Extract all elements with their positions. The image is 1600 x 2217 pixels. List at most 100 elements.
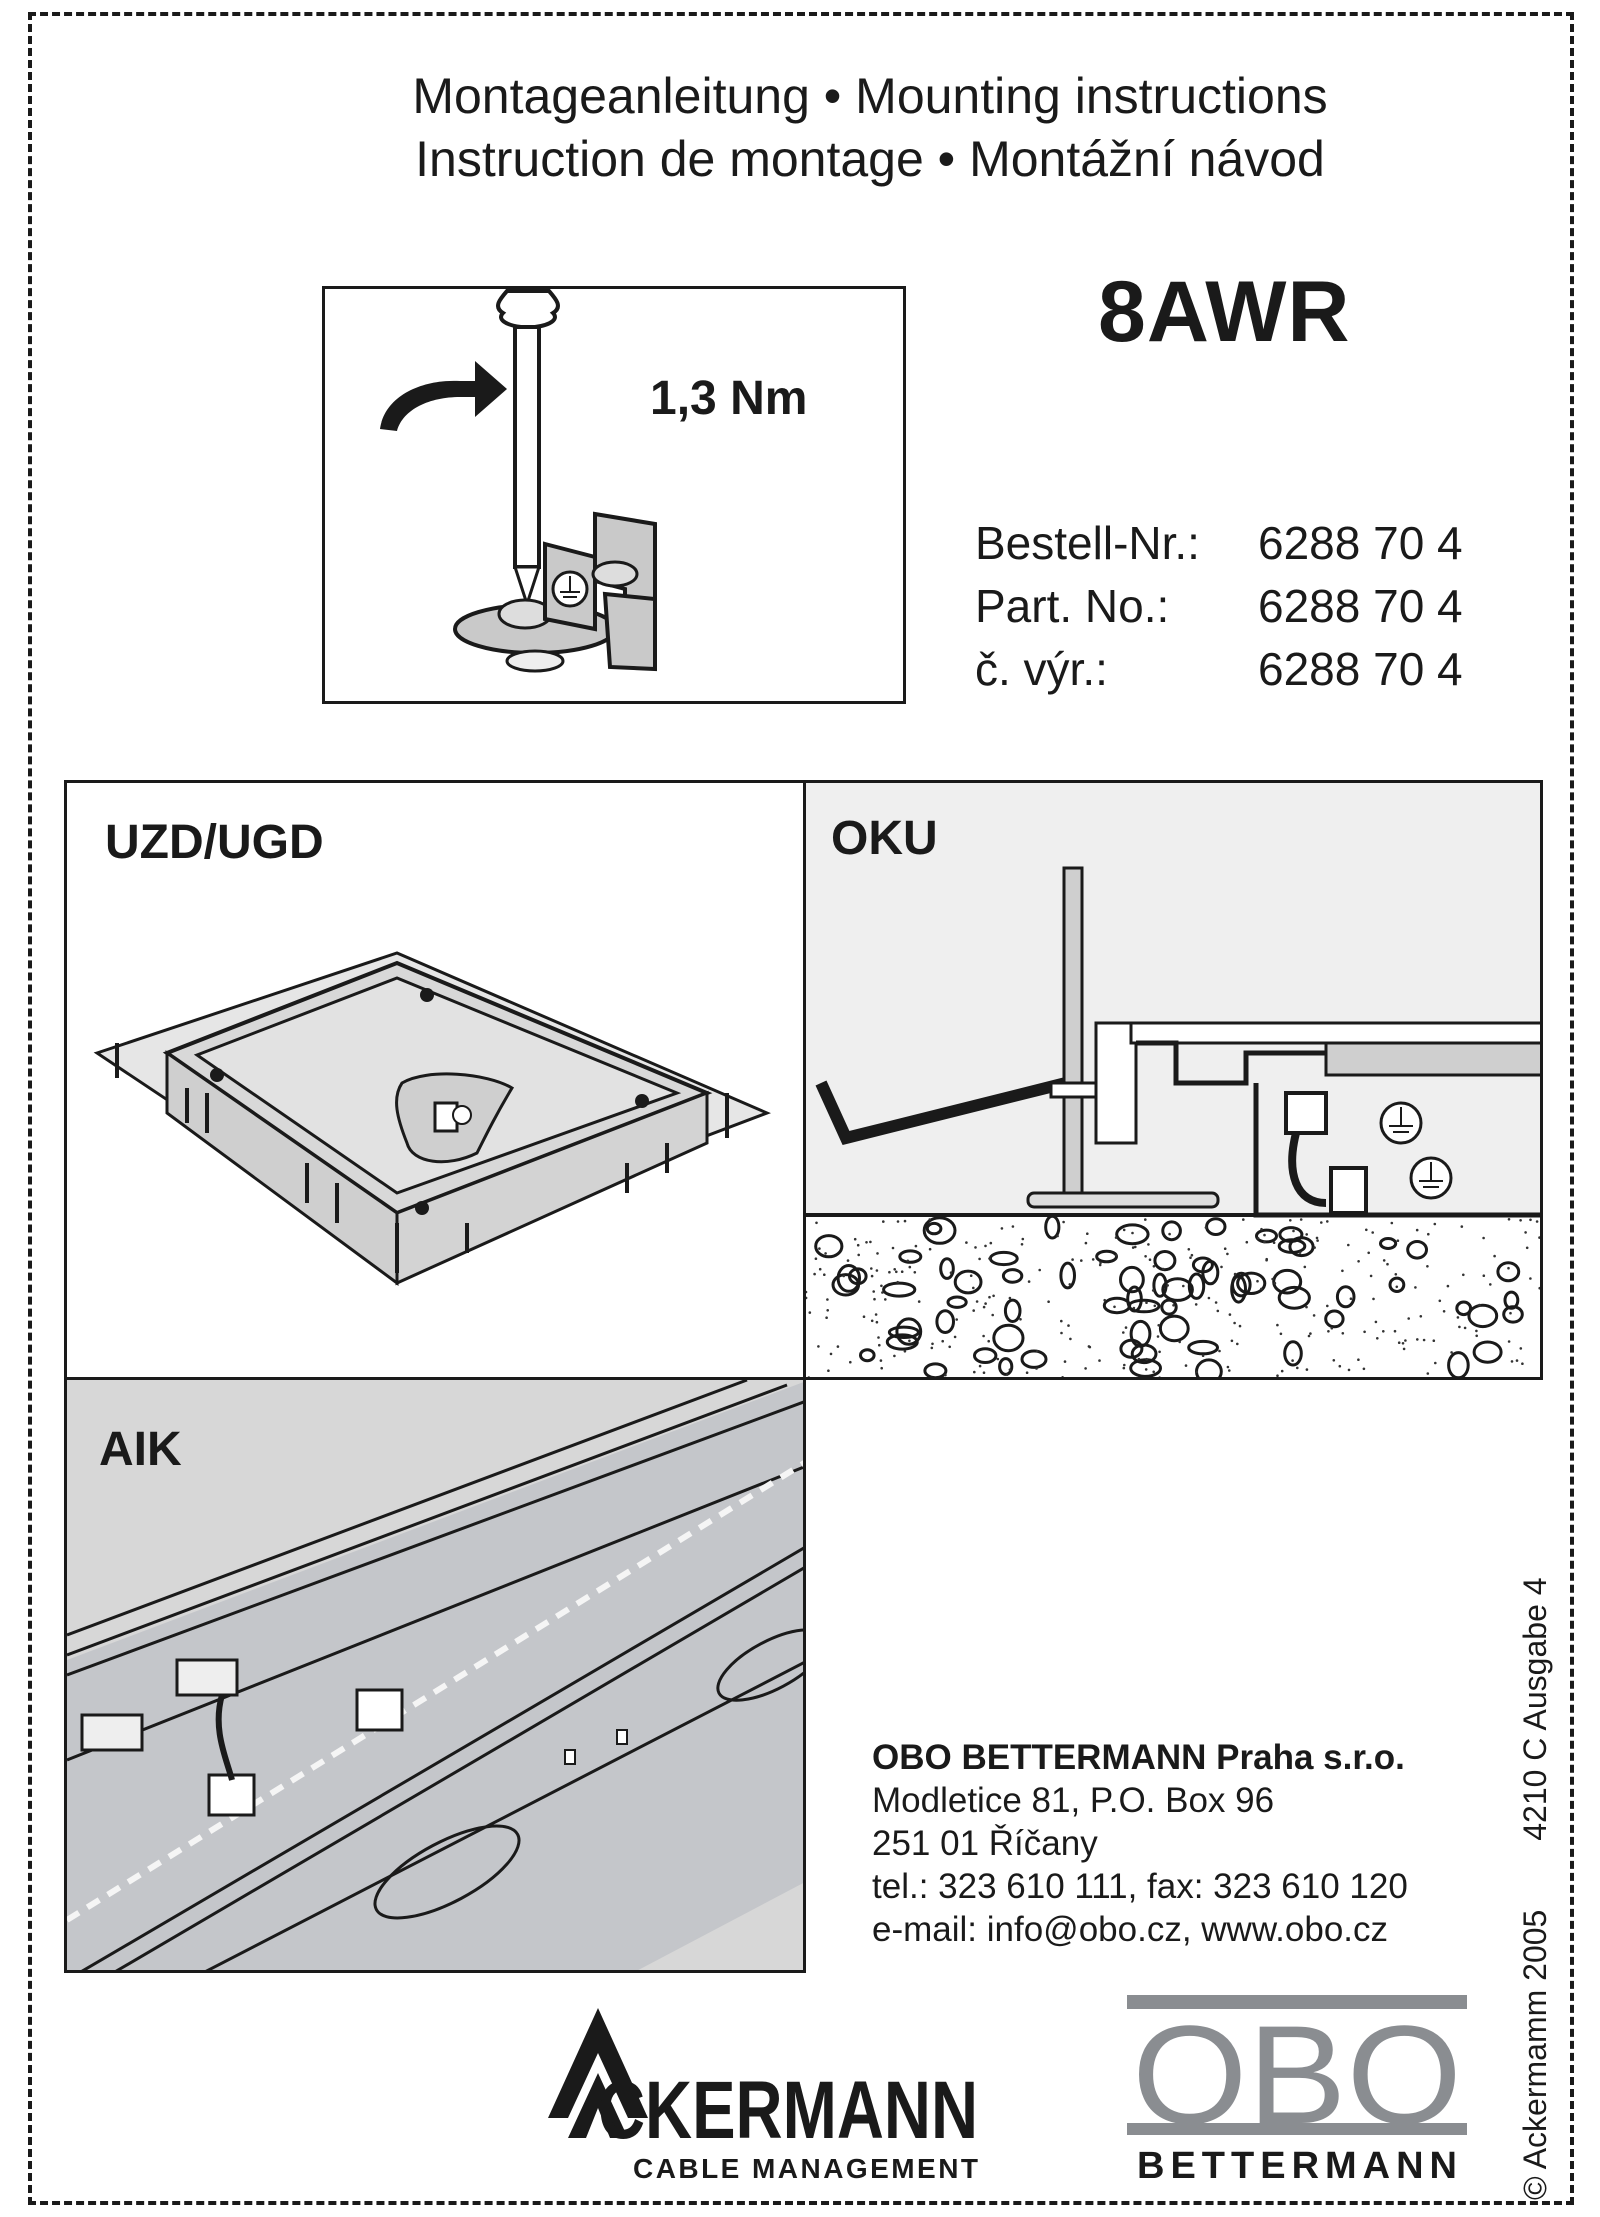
document-code: 4210 C Ausgabe 4 [1517, 1577, 1553, 1841]
gravel-dot [1529, 1218, 1532, 1222]
gravel-dot [1349, 1297, 1353, 1300]
panel-label: OKU [831, 812, 938, 865]
gravel-dot [869, 1240, 872, 1244]
gravel-stone [1115, 1223, 1150, 1246]
gravel-dot [1007, 1378, 1010, 1380]
gravel-dot [815, 1221, 818, 1225]
gravel-dot [1184, 1364, 1188, 1367]
gravel-dot [1265, 1258, 1268, 1262]
gravel-dot [1426, 1372, 1430, 1375]
gravel-dot [982, 1371, 986, 1374]
gravel-stone [1161, 1277, 1194, 1302]
gravel-stone [1059, 1261, 1077, 1290]
gravel-stone [953, 1269, 983, 1295]
gravel-dot [1134, 1245, 1137, 1249]
gravel-dot [1157, 1324, 1160, 1327]
floor-box-illustration [93, 951, 771, 1286]
gravel-dot [988, 1295, 991, 1299]
gravel-dot [913, 1271, 917, 1274]
phone-fax: tel.: 323 610 111, fax: 323 610 120 [872, 1867, 1408, 1906]
gravel-dot [928, 1247, 932, 1251]
gravel-dot [877, 1336, 880, 1339]
gravel-dot [1347, 1243, 1350, 1247]
gravel-dot [1396, 1239, 1400, 1242]
gravel-dot [826, 1309, 829, 1312]
gravel-dot [1393, 1329, 1397, 1333]
gravel-dot [1462, 1273, 1465, 1277]
gravel-dot [1260, 1227, 1263, 1231]
gravel-dot [818, 1267, 822, 1271]
panel-uzd-ugd: UZD/UGD [64, 780, 806, 1380]
panel-oku: OKU [803, 780, 1543, 1380]
gravel-stone [1119, 1265, 1145, 1294]
gravel-dot [836, 1345, 840, 1348]
gravel-stone [1335, 1285, 1356, 1309]
gravel-dot [1220, 1265, 1223, 1269]
obo-logo: OBO BETTERMANN [1127, 1995, 1467, 2187]
gravel-dot [870, 1274, 874, 1278]
gravel-stone [946, 1295, 968, 1309]
gravel-dot [1273, 1281, 1277, 1285]
gravel-stone [1129, 1319, 1152, 1348]
gravel-dot [1144, 1218, 1147, 1221]
gravel-dot [842, 1274, 845, 1278]
gravel-dot [1162, 1267, 1165, 1271]
gravel-dot [1272, 1241, 1276, 1244]
gravel-dot [1233, 1321, 1236, 1325]
gravel-dot [1194, 1303, 1198, 1306]
gravel-dot [1519, 1219, 1522, 1222]
gravel-dot [814, 1257, 818, 1260]
gravel-dot [1207, 1296, 1211, 1300]
gravel-dot [824, 1252, 827, 1255]
gravel-dot [884, 1298, 887, 1301]
gravel-dot [1011, 1225, 1015, 1228]
gravel-dot [1068, 1283, 1072, 1286]
gravel-dot [1296, 1366, 1299, 1370]
part-number-label: č. výr.: [975, 643, 1108, 695]
gravel-stone [898, 1249, 923, 1264]
gravel-stone [1283, 1340, 1303, 1367]
gravel-dot [1086, 1232, 1089, 1235]
gravel-dot [1371, 1231, 1374, 1234]
gravel-dot [1035, 1367, 1038, 1370]
gravel-dot [974, 1246, 977, 1249]
gravel-dot [1313, 1246, 1316, 1249]
gravel-dot [1390, 1221, 1394, 1225]
gravel-dot [988, 1257, 991, 1260]
gravel-dot [857, 1253, 860, 1257]
gravel-dot [825, 1316, 828, 1319]
gravel-dot [978, 1257, 981, 1261]
title-line-1: Montageanleitung • Mounting instructions [412, 68, 1328, 124]
gravel-dot [908, 1265, 912, 1269]
gravel-stone [882, 1281, 917, 1298]
gravel-dot [882, 1220, 885, 1223]
gravel-dot [1528, 1377, 1531, 1380]
gravel-dot [1115, 1254, 1118, 1257]
gravel-dot [1204, 1226, 1208, 1229]
gravel-dot [826, 1298, 829, 1301]
gravel-dot [1519, 1347, 1523, 1350]
gravel-dot [1113, 1305, 1116, 1309]
gravel-dot [1182, 1284, 1185, 1288]
gravel-dot [856, 1243, 860, 1247]
gravel-dot [1087, 1345, 1091, 1348]
gravel-dot [1507, 1266, 1510, 1270]
gravel-stone [1127, 1298, 1161, 1314]
panel-label: UZD/UGD [105, 816, 324, 869]
gravel-dot [1515, 1359, 1519, 1362]
gravel-dot [1305, 1233, 1308, 1236]
gravel-dot [1438, 1299, 1442, 1303]
gravel-stone [1020, 1349, 1048, 1369]
gravel-dot [1394, 1273, 1398, 1276]
gravel-dot [875, 1320, 879, 1324]
obo-bottom-bar [1127, 2123, 1467, 2135]
gravel-dot [1084, 1367, 1087, 1370]
title-line-2: Instruction de montage • Montážní návod [415, 131, 1325, 187]
gravel-dot [1226, 1365, 1230, 1369]
gravel-dot [1330, 1326, 1334, 1330]
email-web[interactable]: e-mail: info@obo.cz, www.obo.cz [872, 1910, 1389, 1949]
gravel-dot [896, 1280, 899, 1284]
gravel-stone [1277, 1238, 1307, 1254]
cable-duct-illustration [67, 1380, 803, 1970]
gravel-dot [1228, 1313, 1232, 1316]
